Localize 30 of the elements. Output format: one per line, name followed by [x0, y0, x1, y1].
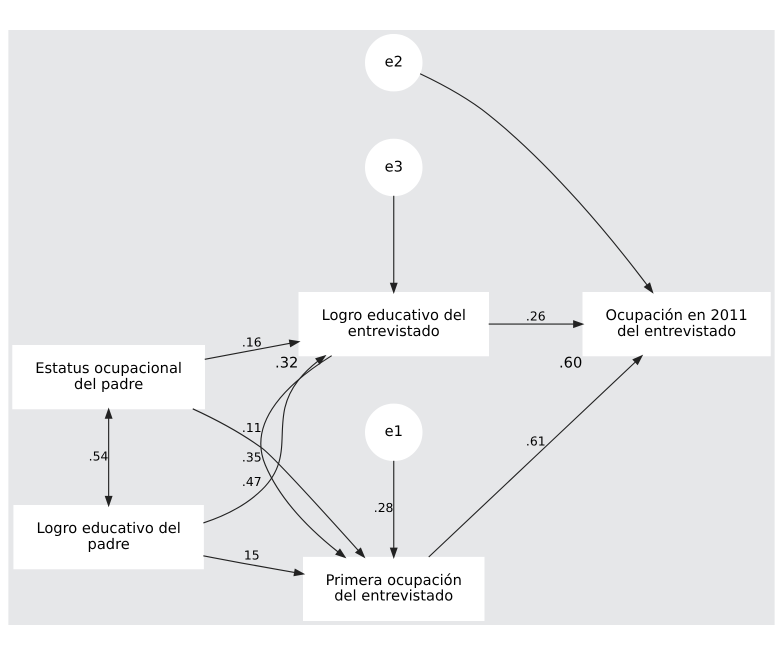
node-circle: e1	[365, 404, 422, 462]
node-box: Estatus ocupacional del padre	[12, 344, 205, 410]
arrow	[390, 196, 398, 294]
edge-label: .35	[242, 449, 262, 464]
node-label: .60	[559, 354, 582, 372]
edge-label: .11	[242, 420, 262, 436]
node-circle: e3	[365, 138, 422, 196]
node-box: Logro educativo del padre	[13, 504, 204, 570]
arrow	[390, 460, 398, 559]
arrow	[192, 408, 366, 558]
edge-label: .54	[88, 448, 108, 464]
edge-label: .26	[526, 308, 546, 324]
arrow	[204, 340, 301, 360]
edge-label: .61	[526, 434, 546, 449]
arrow	[488, 320, 584, 328]
arrow	[203, 354, 326, 524]
edge-label: .28	[374, 500, 394, 516]
edge-label: 15	[244, 547, 260, 562]
edge-label: .47	[242, 474, 262, 490]
node-box: Logro educativo del entrevistado	[298, 292, 489, 356]
edge-label: .16	[242, 334, 262, 350]
node-label: .32	[275, 354, 298, 372]
arrow	[260, 355, 346, 558]
node-box: Primera ocupación del entrevistado	[303, 556, 484, 622]
arrow	[428, 354, 644, 558]
arrow	[420, 73, 654, 294]
node-box: Ocupación en 2011 del entrevistado	[582, 292, 771, 356]
arrow	[203, 555, 306, 576]
node-circle: e2	[365, 34, 422, 92]
arrow	[104, 407, 113, 508]
